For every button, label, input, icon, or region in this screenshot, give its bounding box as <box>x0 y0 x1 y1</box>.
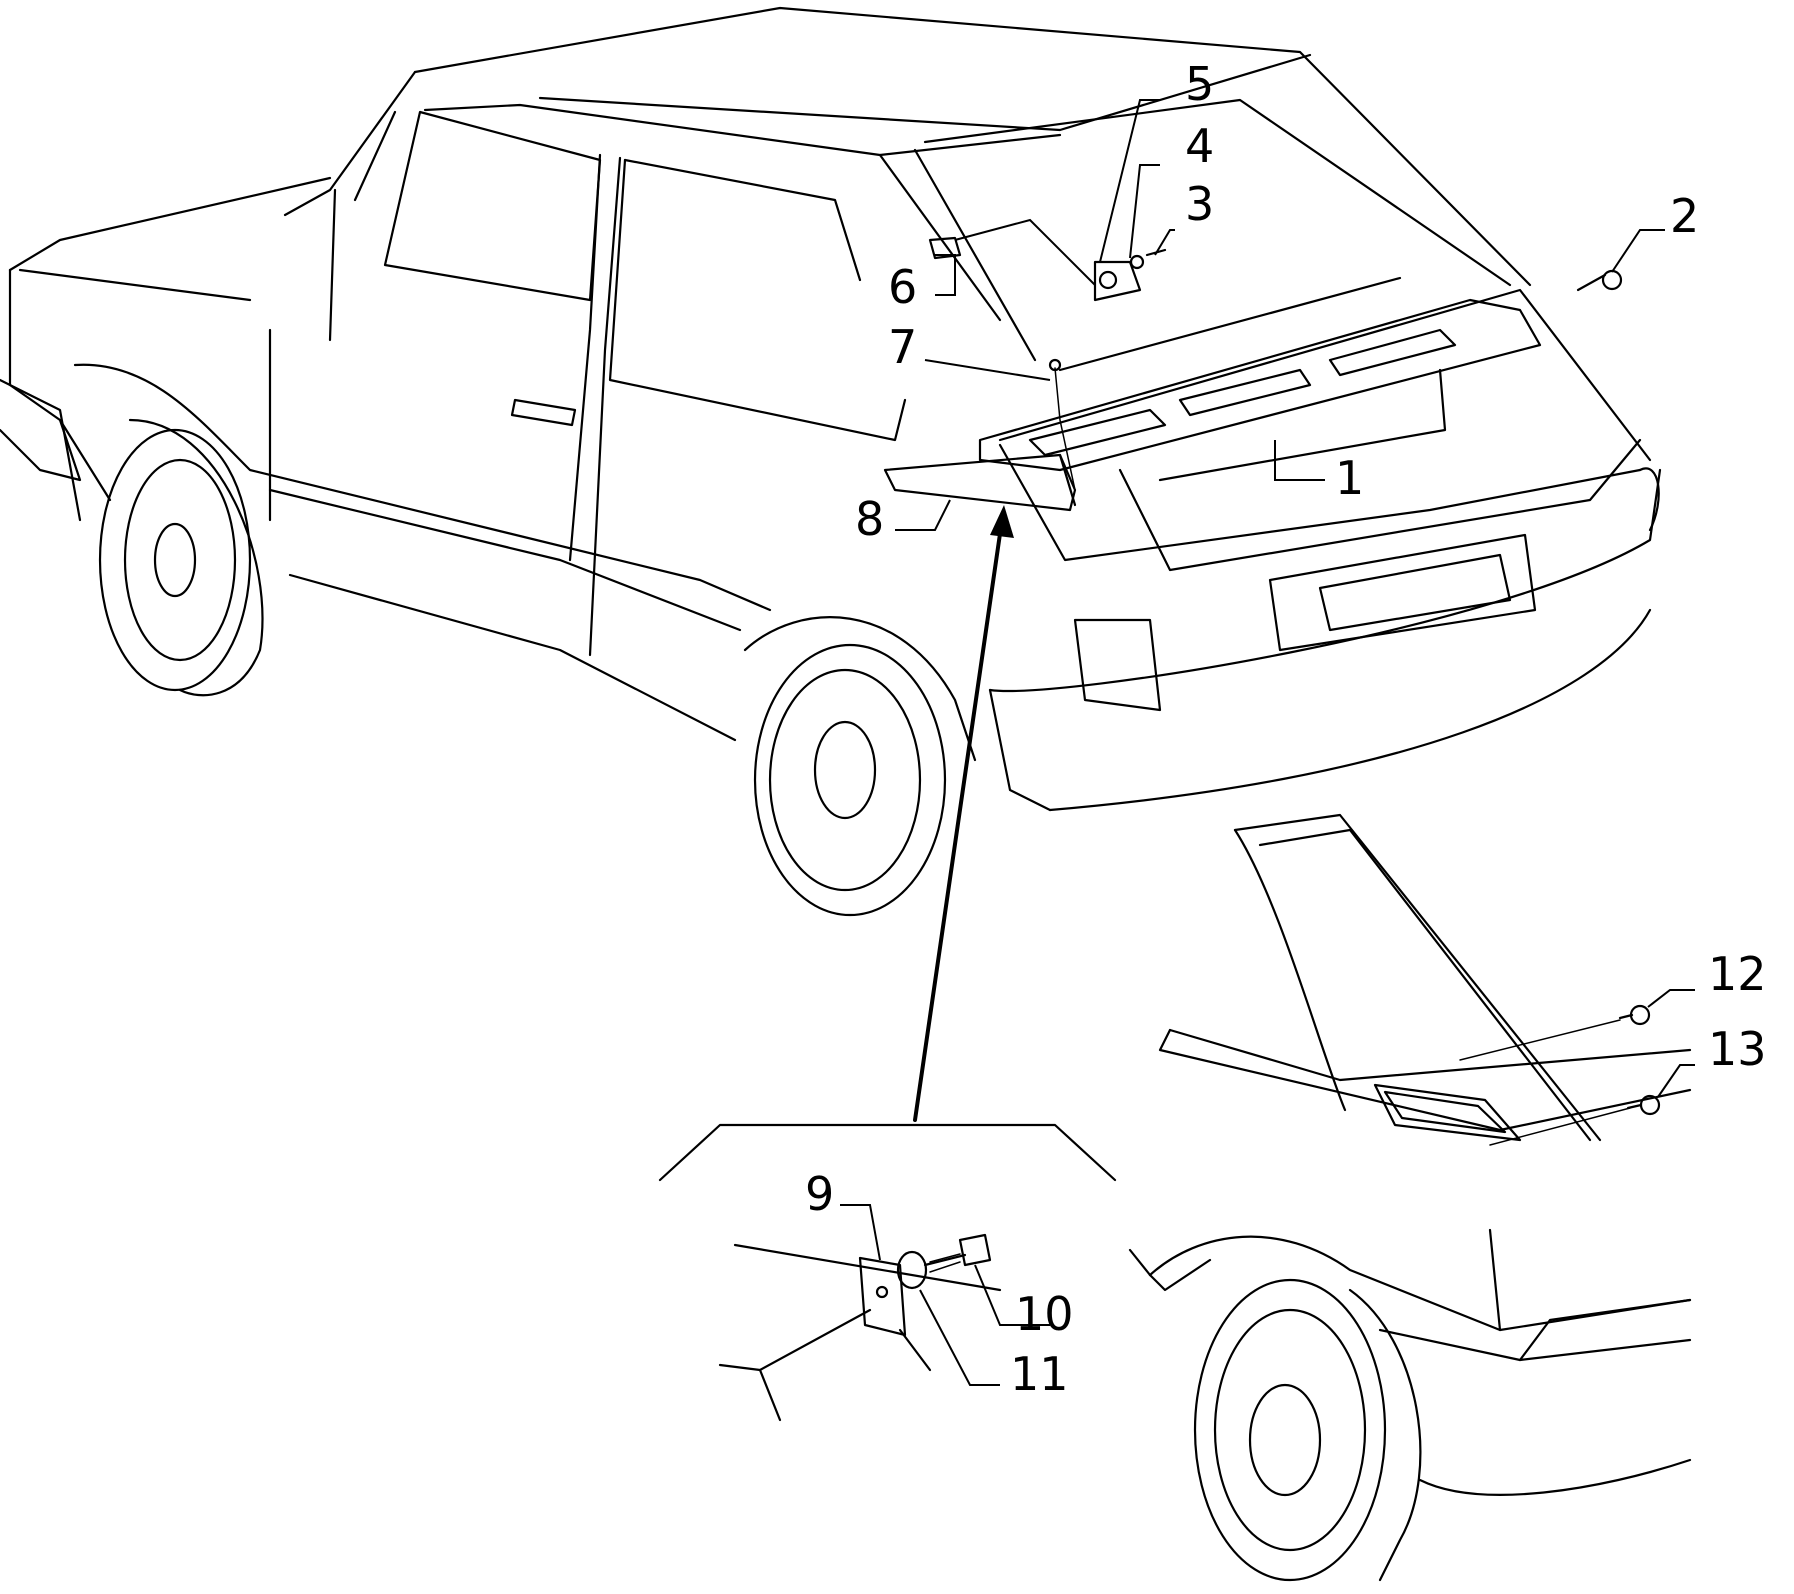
detail-arrowhead <box>990 505 1014 538</box>
callout-5: 5 <box>1185 57 1214 111</box>
callout-1: 1 <box>1335 451 1364 505</box>
detail-arrow <box>913 518 1004 1122</box>
callout-9: 9 <box>805 1167 834 1221</box>
rear-quarter-illustration <box>1128 813 1692 1582</box>
callout-13: 13 <box>1708 1022 1767 1076</box>
callout-10: 10 <box>1015 1287 1074 1341</box>
callout-2: 2 <box>1670 189 1699 243</box>
callout-6: 6 <box>888 260 917 314</box>
callout-7: 7 <box>888 320 917 374</box>
callout-labels: 1 2 3 4 5 6 7 8 9 10 11 12 13 <box>805 57 1767 1401</box>
callout-4: 4 <box>1185 119 1214 173</box>
car-illustration <box>0 6 1662 917</box>
callout-12: 12 <box>1708 947 1767 1001</box>
leader-lines <box>840 99 1695 1386</box>
callout-11: 11 <box>1010 1347 1069 1401</box>
callout-8: 8 <box>855 492 884 546</box>
callout-3: 3 <box>1185 177 1214 231</box>
fastening-detail-inset <box>658 1123 1117 1422</box>
